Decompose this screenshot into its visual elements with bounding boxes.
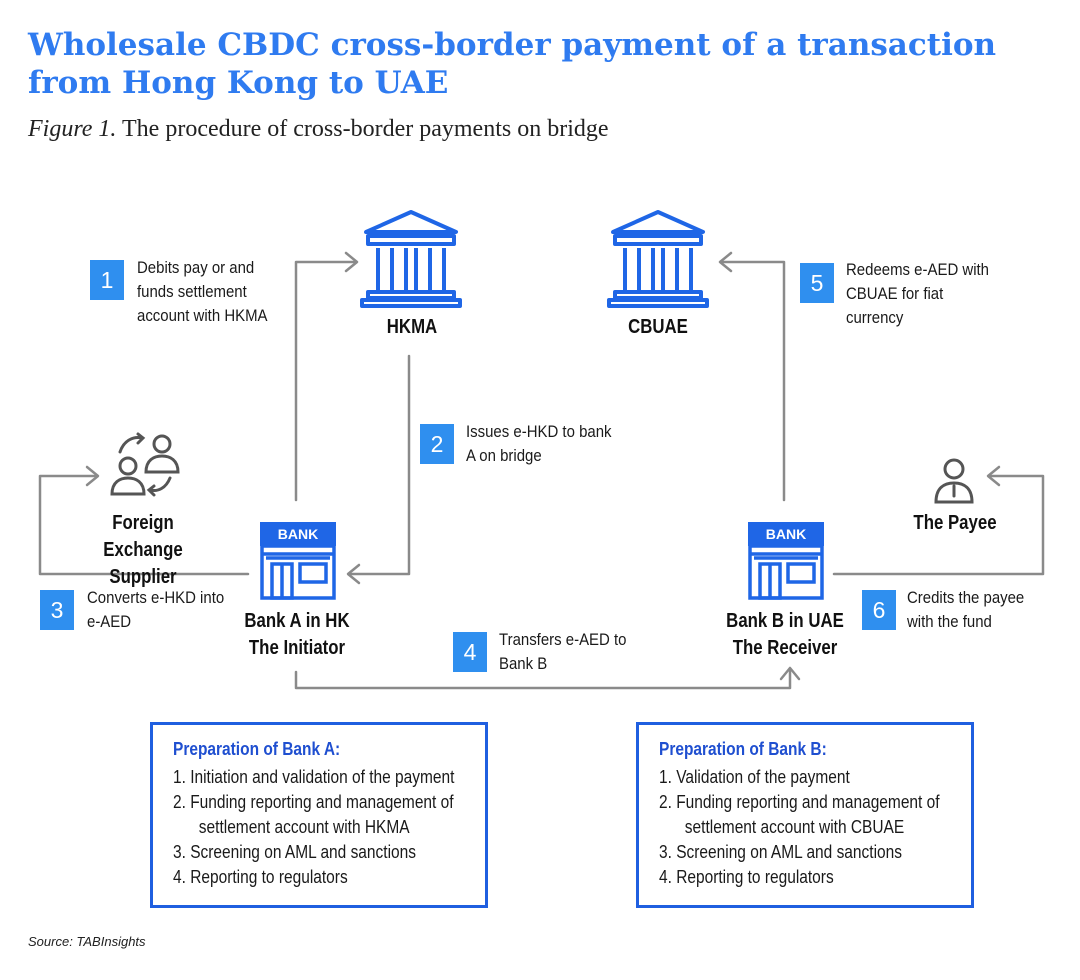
step-5-line-1: Redeems e-AED with xyxy=(846,260,990,279)
step-5-badge: 5 xyxy=(800,263,834,303)
step-2-line-1: Issues e-HKD to bank xyxy=(466,422,612,441)
arrow-bank-b-to-cbuae xyxy=(720,260,786,502)
step-4-text: Transfers e-AED to Bank B xyxy=(499,628,626,676)
step-2-line-2: A on bridge xyxy=(466,446,542,465)
bank-a-storefront-icon xyxy=(260,522,336,600)
step-1-text: Debits pay or and funds settlement accou… xyxy=(137,256,268,328)
list-item: 4. Reporting to regulators xyxy=(173,867,348,887)
hkma-label: HKMA xyxy=(386,316,438,338)
bank-b-storefront-icon xyxy=(748,522,824,600)
bank-b-sign-text: BANK xyxy=(765,526,807,542)
list-item: 3. Screening on AML and sanctions xyxy=(659,842,902,862)
list-item: 2. Funding reporting and management of xyxy=(173,792,454,812)
figure-caption-text: The procedure of cross-border payments o… xyxy=(122,116,609,142)
step-1-line-1: Debits pay or and xyxy=(137,258,255,277)
preparation-bank-b-title: Preparation of Bank B: xyxy=(659,739,827,759)
bank-b-label-line1: Bank B in UAE xyxy=(726,610,844,632)
cbuae-building-icon xyxy=(607,210,709,308)
step-3-text: Converts e-HKD into e-AED xyxy=(87,586,224,634)
figure-caption: Figure 1. The procedure of cross-border … xyxy=(28,116,609,143)
bank-a-label: Bank A in HK The Initiator xyxy=(226,608,369,662)
fx-supplier-label: Foreign Exchange Supplier xyxy=(72,510,215,591)
arrow-bank-b-to-payee xyxy=(832,474,1045,576)
bank-a-building-icon: BANK xyxy=(258,520,338,602)
preparation-bank-a-box: Preparation of Bank A: 1. Initiation and… xyxy=(150,722,488,908)
preparation-bank-a-title: Preparation of Bank A: xyxy=(173,739,341,759)
source-note: Source: TABInsights xyxy=(28,934,146,949)
bank-a-label-line1: Bank A in HK xyxy=(244,610,350,632)
arrow-bank-a-to-fx xyxy=(38,474,250,576)
step-6-text: Credits the payee with the fund xyxy=(907,586,1024,634)
bank-b-label-line2: The Receiver xyxy=(732,637,838,659)
step-1-line-3: account with HKMA xyxy=(137,306,268,325)
step-6-line-2: with the fund xyxy=(907,612,992,631)
payee-person-icon xyxy=(934,458,974,504)
step-6-badge: 6 xyxy=(862,590,896,630)
bank-a-sign-text: BANK xyxy=(277,526,319,542)
step-4-line-2: Bank B xyxy=(499,654,548,673)
list-item: 3. Screening on AML and sanctions xyxy=(173,842,416,862)
list-item: settlement account with CBUAE xyxy=(659,817,905,837)
step-3-badge: 3 xyxy=(40,590,74,630)
step-2-text: Issues e-HKD to bank A on bridge xyxy=(466,420,612,468)
fx-supplier-label-line2: Supplier xyxy=(109,566,177,588)
step-5-line-2: CBUAE for fiat xyxy=(846,284,944,303)
bank-b-building-icon: BANK xyxy=(746,520,826,602)
step-3-line-2: e-AED xyxy=(87,612,132,631)
list-item: 1. Validation of the payment xyxy=(659,767,850,787)
step-4-line-1: Transfers e-AED to xyxy=(499,630,627,649)
step-2-badge: 2 xyxy=(420,424,454,464)
payee-label: The Payee xyxy=(913,512,997,534)
list-item: 1. Initiation and validation of the paym… xyxy=(173,767,455,787)
figure-number: Figure 1. xyxy=(28,116,117,142)
step-3-line-1: Converts e-HKD into xyxy=(87,588,225,607)
step-5-text: Redeems e-AED with CBUAE for fiat curren… xyxy=(846,258,989,330)
page-title: Wholesale CBDC cross-border payment of a… xyxy=(28,27,997,101)
cbuae-label: CBUAE xyxy=(628,316,688,338)
fx-supplier-label-line1: Foreign Exchange xyxy=(103,512,183,561)
preparation-bank-b-list: 1. Validation of the payment 2. Funding … xyxy=(659,765,940,890)
step-1-badge: 1 xyxy=(90,260,124,300)
arrow-bank-a-to-bank-b xyxy=(294,668,792,690)
step-1-line-2: funds settlement xyxy=(137,282,247,301)
arrow-hkma-to-bank-a xyxy=(348,354,411,576)
exchange-people-icon xyxy=(110,432,180,497)
step-4-badge: 4 xyxy=(453,632,487,672)
preparation-bank-b-box: Preparation of Bank B: 1. Validation of … xyxy=(636,722,974,908)
list-item: settlement account with HKMA xyxy=(173,817,410,837)
bank-b-label: Bank B in UAE The Receiver xyxy=(714,608,857,662)
step-6-line-1: Credits the payee xyxy=(907,588,1025,607)
list-item: 4. Reporting to regulators xyxy=(659,867,834,887)
preparation-bank-a-list: 1. Initiation and validation of the paym… xyxy=(173,765,454,890)
bank-a-label-line2: The Initiator xyxy=(248,637,346,659)
hkma-building-icon xyxy=(360,210,462,308)
step-5-line-3: currency xyxy=(846,308,904,327)
list-item: 2. Funding reporting and management of xyxy=(659,792,940,812)
arrow-bank-a-to-hkma xyxy=(294,260,357,502)
